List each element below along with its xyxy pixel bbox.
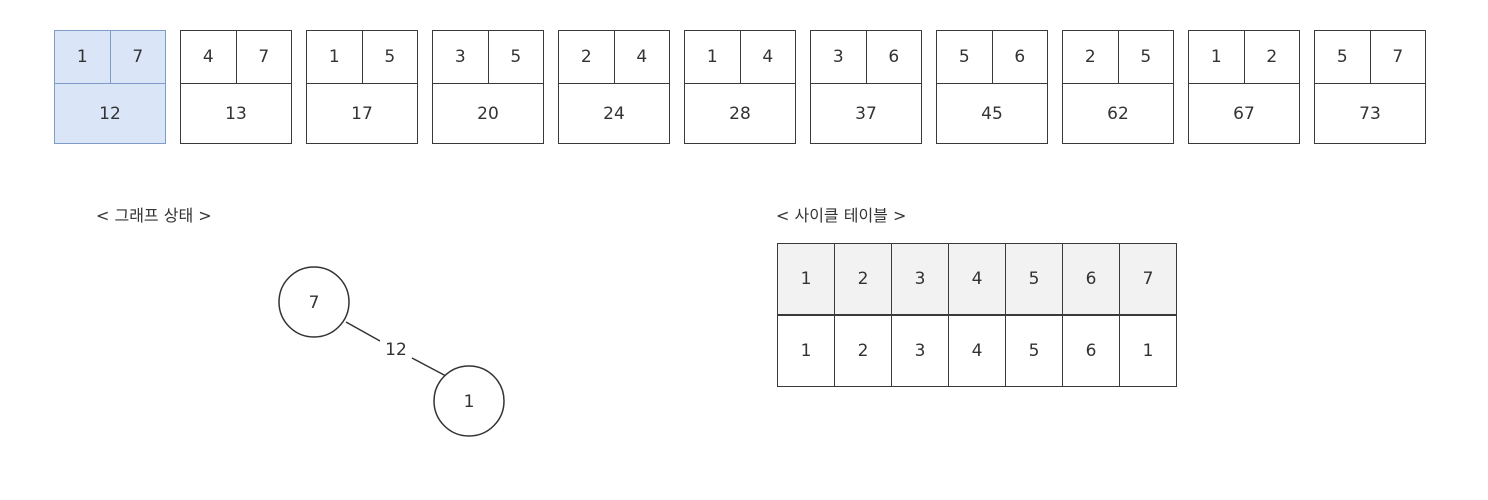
edge-card: 4 7 13: [180, 30, 292, 144]
graph-node-1: [433, 365, 505, 437]
edge-node-u: 3: [454, 47, 466, 67]
cycle-table: 1 2 3 4 5 6 7 1 2 3 4 5 6 1: [777, 243, 1177, 387]
edge-card: 1 5 17: [306, 30, 418, 144]
cycle-table-header-cell: 7: [1119, 243, 1177, 316]
edge-nodes: 3 5: [433, 31, 543, 84]
edge-nodes: 1 5: [307, 31, 417, 84]
edge-weight: 24: [603, 103, 625, 124]
edge-weight: 28: [729, 103, 751, 124]
graph-node-7-label: 7: [309, 293, 320, 313]
edge-node-u: 2: [580, 47, 592, 67]
cycle-table-value-cell: 4: [948, 314, 1006, 387]
edge-weight: 45: [981, 103, 1003, 124]
cycle-table-value-cell: 1: [777, 314, 835, 387]
edge-weight: 12: [99, 103, 121, 124]
edge-card: 2 5 62: [1062, 30, 1174, 144]
graph-edge-weight-label: 12: [385, 340, 407, 360]
cycle-table-header-cell: 5: [1005, 243, 1063, 316]
graph-edge-line-a: [345, 321, 381, 342]
edge-weight: 37: [855, 103, 877, 124]
edge-weight: 13: [225, 103, 247, 124]
cycle-table-value-row: 1 2 3 4 5 6 1: [777, 314, 1177, 387]
edge-node-v: 7: [1369, 31, 1426, 83]
graph-state-title: < 그래프 상태 >: [96, 206, 212, 225]
edge-node-v: 7: [109, 31, 166, 83]
edge-node-v: 2: [1243, 31, 1300, 83]
edge-weight: 73: [1359, 103, 1381, 124]
edge-list: 1 7 12 4 7 13 1 5 17 3 5 20 2 4 24 1: [54, 30, 1426, 144]
edge-card: 3 6 37: [810, 30, 922, 144]
edge-card: 5 7 73: [1314, 30, 1426, 144]
cycle-table-value-cell: 1: [1119, 314, 1177, 387]
edge-nodes: 2 5: [1063, 31, 1173, 84]
edge-card: 1 2 67: [1188, 30, 1300, 144]
cycle-table-header-cell: 4: [948, 243, 1006, 316]
edge-node-u: 1: [76, 47, 88, 67]
edge-nodes: 5 7: [1315, 31, 1425, 84]
edge-card: 2 4 24: [558, 30, 670, 144]
cycle-table-value-cell: 2: [834, 314, 892, 387]
cycle-table-header-cell: 6: [1062, 243, 1120, 316]
edge-weight: 67: [1233, 103, 1255, 124]
edge-node-u: 1: [706, 47, 718, 67]
edge-node-v: 6: [991, 31, 1048, 83]
edge-nodes: 1 7: [55, 31, 165, 84]
edge-weight: 20: [477, 103, 499, 124]
edge-node-u: 1: [328, 47, 340, 67]
edge-node-v: 6: [865, 31, 922, 83]
cycle-table-header-cell: 3: [891, 243, 949, 316]
edge-nodes: 1 2: [1189, 31, 1299, 84]
cycle-table-title: < 사이클 테이블 >: [776, 206, 907, 225]
edge-node-u: 5: [1336, 47, 1348, 67]
edge-node-v: 5: [1117, 31, 1174, 83]
cycle-table-header-cell: 1: [777, 243, 835, 316]
edge-card: 3 5 20: [432, 30, 544, 144]
edge-card-selected: 1 7 12: [54, 30, 166, 144]
edge-nodes: 3 6: [811, 31, 921, 84]
cycle-table-value-cell: 6: [1062, 314, 1120, 387]
edge-nodes: 1 4: [685, 31, 795, 84]
edge-weight: 62: [1107, 103, 1129, 124]
cycle-table-header-row: 1 2 3 4 5 6 7: [777, 243, 1177, 316]
edge-weight: 17: [351, 103, 373, 124]
edge-node-v: 5: [487, 31, 544, 83]
edge-node-u: 3: [832, 47, 844, 67]
edge-node-u: 4: [202, 47, 214, 67]
edge-node-u: 1: [1210, 47, 1222, 67]
edge-node-v: 5: [361, 31, 418, 83]
edge-node-v: 4: [613, 31, 670, 83]
edge-node-v: 4: [739, 31, 796, 83]
graph-edge-line-b: [411, 357, 447, 377]
cycle-table-value-cell: 3: [891, 314, 949, 387]
edge-nodes: 5 6: [937, 31, 1047, 84]
edge-nodes: 2 4: [559, 31, 669, 84]
graph-node-7: [278, 266, 350, 338]
cycle-table-value-cell: 5: [1005, 314, 1063, 387]
graph-node-1-label: 1: [464, 392, 475, 412]
edge-node-v: 7: [235, 31, 292, 83]
edge-node-u: 5: [958, 47, 970, 67]
cycle-table-header-cell: 2: [834, 243, 892, 316]
edge-node-u: 2: [1084, 47, 1096, 67]
edge-card: 5 6 45: [936, 30, 1048, 144]
edge-nodes: 4 7: [181, 31, 291, 84]
edge-card: 1 4 28: [684, 30, 796, 144]
